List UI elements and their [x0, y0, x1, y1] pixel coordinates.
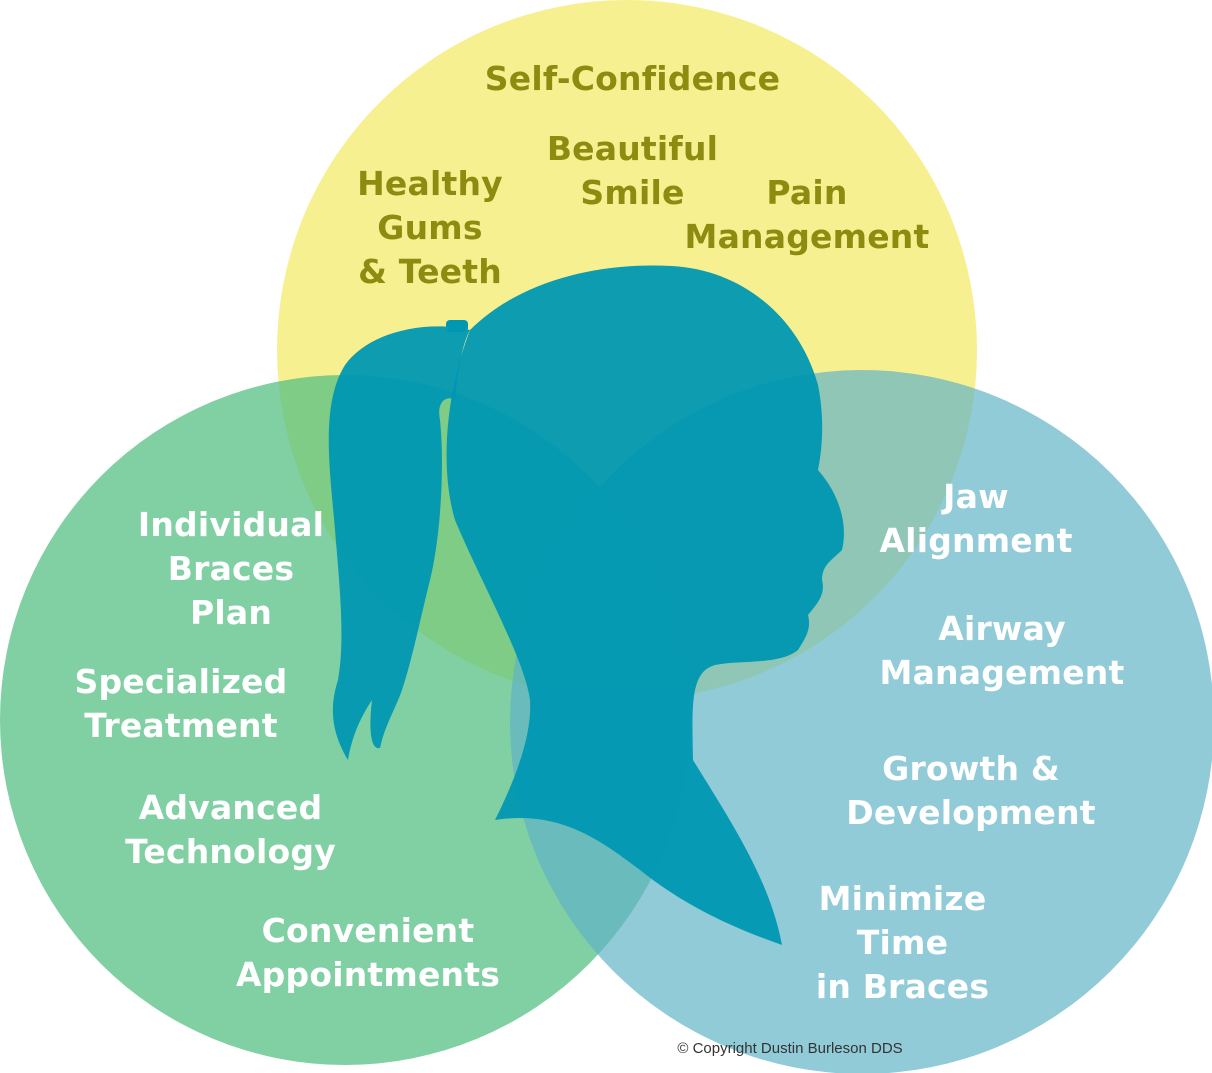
copyright-notice: © Copyright Dustin Burleson DDS [677, 1040, 903, 1057]
left-circle-item-treatment: Specialized Treatment [74, 662, 288, 745]
right-circle-item-time: Minimize Time in Braces [815, 879, 990, 1006]
right-circle-item-jaw: Jaw Alignment [879, 477, 1073, 560]
top-circle-item-smile: Beautiful Smile [546, 129, 719, 212]
right-circle-item-growth: Growth & Development [846, 749, 1096, 832]
right-circle-item-airway: Airway Management [879, 609, 1125, 692]
left-circle-item-technology: Advanced Technology [125, 788, 336, 871]
top-circle-title: Self-Confidence [484, 59, 781, 98]
girl-head-silhouette-icon [328, 265, 844, 946]
top-circle-item-pain: Pain Management [684, 173, 930, 256]
left-circle-item-plan: Individual Braces Plan [137, 505, 325, 632]
left-circle-item-appointments: Convenient Appointments [235, 911, 501, 994]
top-circle-item-gums: Healthy Gums & Teeth [357, 164, 503, 291]
